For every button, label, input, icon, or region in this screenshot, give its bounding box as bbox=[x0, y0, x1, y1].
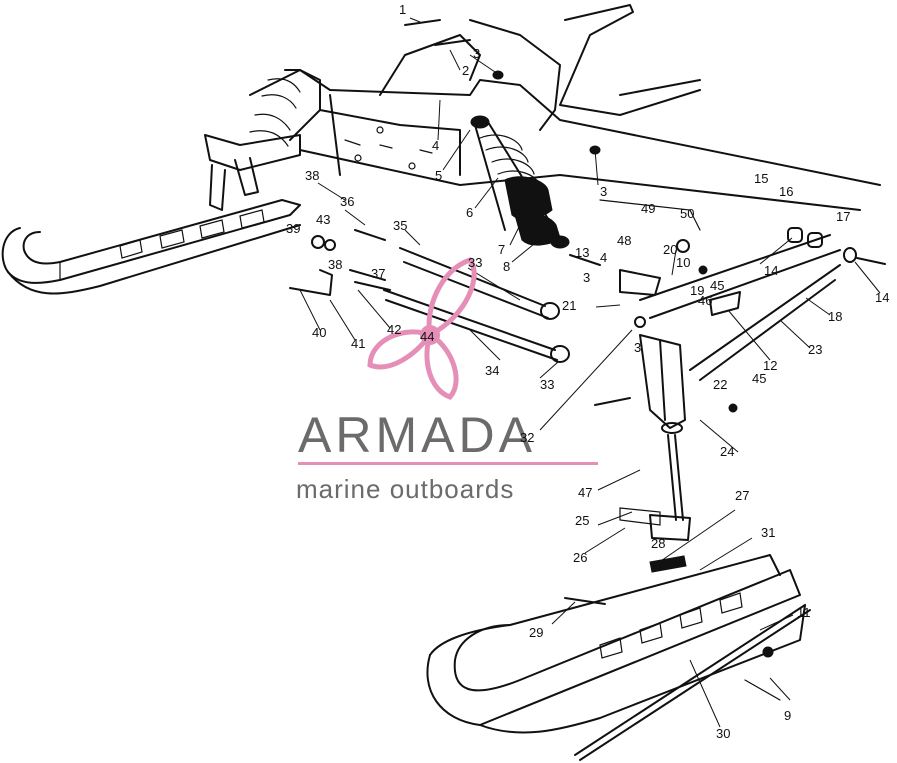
callout-2: 2 bbox=[462, 63, 469, 78]
callout-40: 40 bbox=[312, 325, 326, 340]
callout-45: 45 bbox=[710, 278, 724, 293]
brand-name: ARMADA bbox=[298, 407, 536, 463]
callout-14: 14 bbox=[764, 263, 778, 278]
callout-4: 4 bbox=[432, 138, 439, 153]
front-a-arms-drawing bbox=[639, 227, 886, 381]
chassis-frame-drawing bbox=[284, 4, 881, 231]
callout-38: 38 bbox=[328, 257, 342, 272]
callout-24: 24 bbox=[720, 444, 734, 459]
callout-3: 3 bbox=[583, 270, 590, 285]
callout-33: 33 bbox=[540, 377, 554, 392]
callout-47: 47 bbox=[578, 485, 592, 500]
callout-8: 8 bbox=[503, 259, 510, 274]
callout-17: 17 bbox=[836, 209, 850, 224]
callout-14: 14 bbox=[875, 290, 889, 305]
callout-38: 38 bbox=[305, 168, 319, 183]
callout-48: 48 bbox=[617, 233, 631, 248]
callout-16: 16 bbox=[779, 184, 793, 199]
callout-33: 33 bbox=[468, 255, 482, 270]
brand-watermark: ARMADA marine outboards bbox=[296, 257, 598, 504]
callout-1: 1 bbox=[399, 2, 406, 17]
callout-22: 22 bbox=[713, 377, 727, 392]
callout-32: 32 bbox=[520, 430, 534, 445]
callout-19: 19 bbox=[690, 283, 704, 298]
callout-4: 4 bbox=[600, 250, 607, 265]
callout-27: 27 bbox=[735, 488, 749, 503]
callout-37: 37 bbox=[371, 266, 385, 281]
callout-31: 31 bbox=[761, 525, 775, 540]
leader-lines bbox=[299, 17, 881, 728]
radius-rods-drawing bbox=[383, 247, 570, 363]
callout-50: 50 bbox=[680, 206, 694, 221]
callout-15: 15 bbox=[754, 171, 768, 186]
callout-10: 10 bbox=[676, 255, 690, 270]
callout-44: 44 bbox=[420, 329, 434, 344]
callout-3: 3 bbox=[600, 184, 607, 199]
callout-41: 41 bbox=[351, 336, 365, 351]
propeller-icon bbox=[367, 257, 477, 400]
callout-25: 25 bbox=[575, 513, 589, 528]
callout-42: 42 bbox=[387, 322, 401, 337]
callout-45: 45 bbox=[752, 371, 766, 386]
callout-36: 36 bbox=[340, 194, 354, 209]
callout-28: 28 bbox=[651, 536, 665, 551]
hardware-drawing bbox=[289, 19, 741, 413]
callout-26: 26 bbox=[573, 550, 587, 565]
callout-49: 49 bbox=[641, 201, 655, 216]
callout-5: 5 bbox=[435, 168, 442, 183]
callout-23: 23 bbox=[808, 342, 822, 357]
callout-20: 20 bbox=[663, 242, 677, 257]
spindle-drawing bbox=[619, 334, 691, 541]
callout-3: 3 bbox=[473, 46, 480, 61]
callout-43: 43 bbox=[316, 212, 330, 227]
callout-6: 6 bbox=[466, 205, 473, 220]
callout-29: 29 bbox=[529, 625, 543, 640]
callout-34: 34 bbox=[485, 363, 499, 378]
callout-46: 46 bbox=[698, 293, 712, 308]
brand-underline bbox=[298, 462, 598, 465]
left-ski-drawing bbox=[1, 199, 301, 295]
callout-35: 35 bbox=[393, 218, 407, 233]
callout-11: 11 bbox=[797, 605, 811, 620]
callout-labels: 1 2 3 3 3 3 4 4 5 6 7 8 9 10 11 12 13 14… bbox=[286, 2, 889, 741]
callout-3: 3 bbox=[634, 340, 641, 355]
callout-30: 30 bbox=[716, 726, 730, 741]
callout-39: 39 bbox=[286, 221, 300, 236]
callout-12: 12 bbox=[763, 358, 777, 373]
right-ski-drawing bbox=[426, 554, 811, 761]
callout-7: 7 bbox=[498, 242, 505, 257]
callout-18: 18 bbox=[828, 309, 842, 324]
callout-9: 9 bbox=[784, 708, 791, 723]
callout-13: 13 bbox=[575, 245, 589, 260]
brand-tagline: marine outboards bbox=[296, 474, 514, 504]
left-shock-drawing bbox=[204, 69, 321, 211]
shock-absorber-drawing bbox=[470, 115, 570, 249]
callout-21: 21 bbox=[562, 298, 576, 313]
